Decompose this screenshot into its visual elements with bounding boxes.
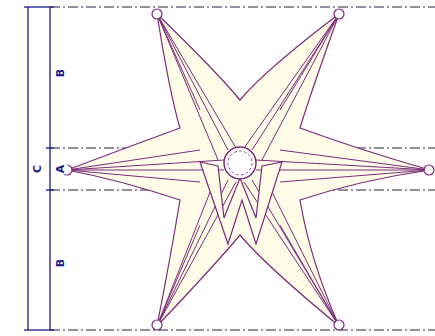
star-base-outline <box>67 14 430 326</box>
dimension-label: C <box>32 164 44 174</box>
dimension-label: A <box>55 163 67 174</box>
caster-sockets <box>62 9 434 330</box>
hub-inner <box>228 151 252 175</box>
reference-lines <box>50 7 435 330</box>
dimension-lines <box>24 7 54 330</box>
hub-circle <box>224 147 256 179</box>
dimension-label: B <box>55 258 67 268</box>
dimension-label: B <box>55 68 67 78</box>
arm-ribs <box>67 14 430 326</box>
